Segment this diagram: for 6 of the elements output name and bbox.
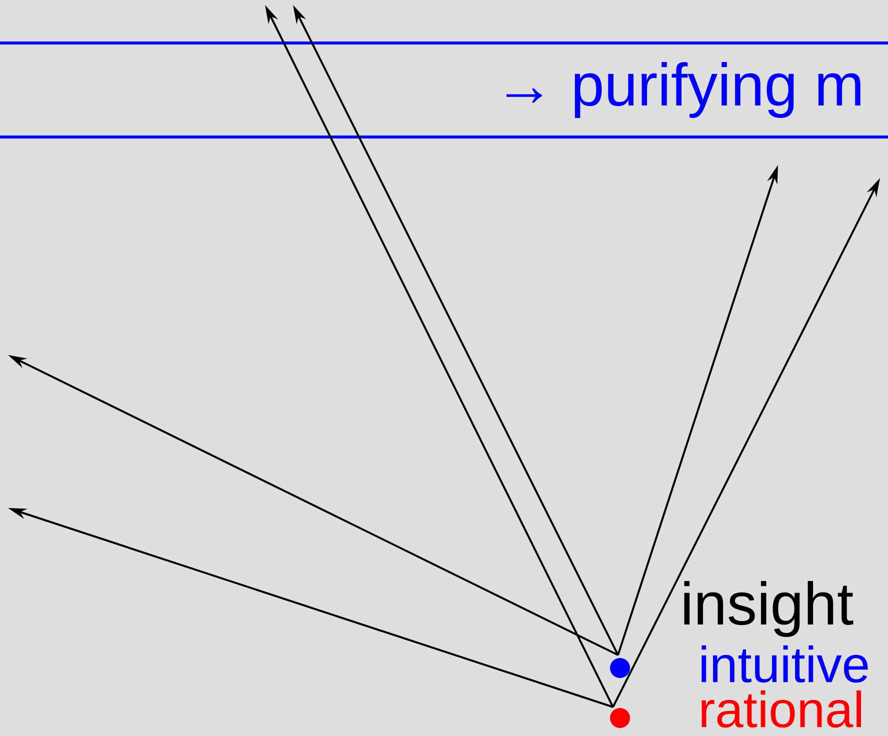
dot <box>610 658 630 678</box>
band: → purifying m <box>0 42 888 138</box>
dot-label: intuitive <box>702 645 868 683</box>
heading-label: insight <box>684 581 854 637</box>
dot <box>610 708 630 728</box>
dot-label: rational <box>702 690 862 728</box>
